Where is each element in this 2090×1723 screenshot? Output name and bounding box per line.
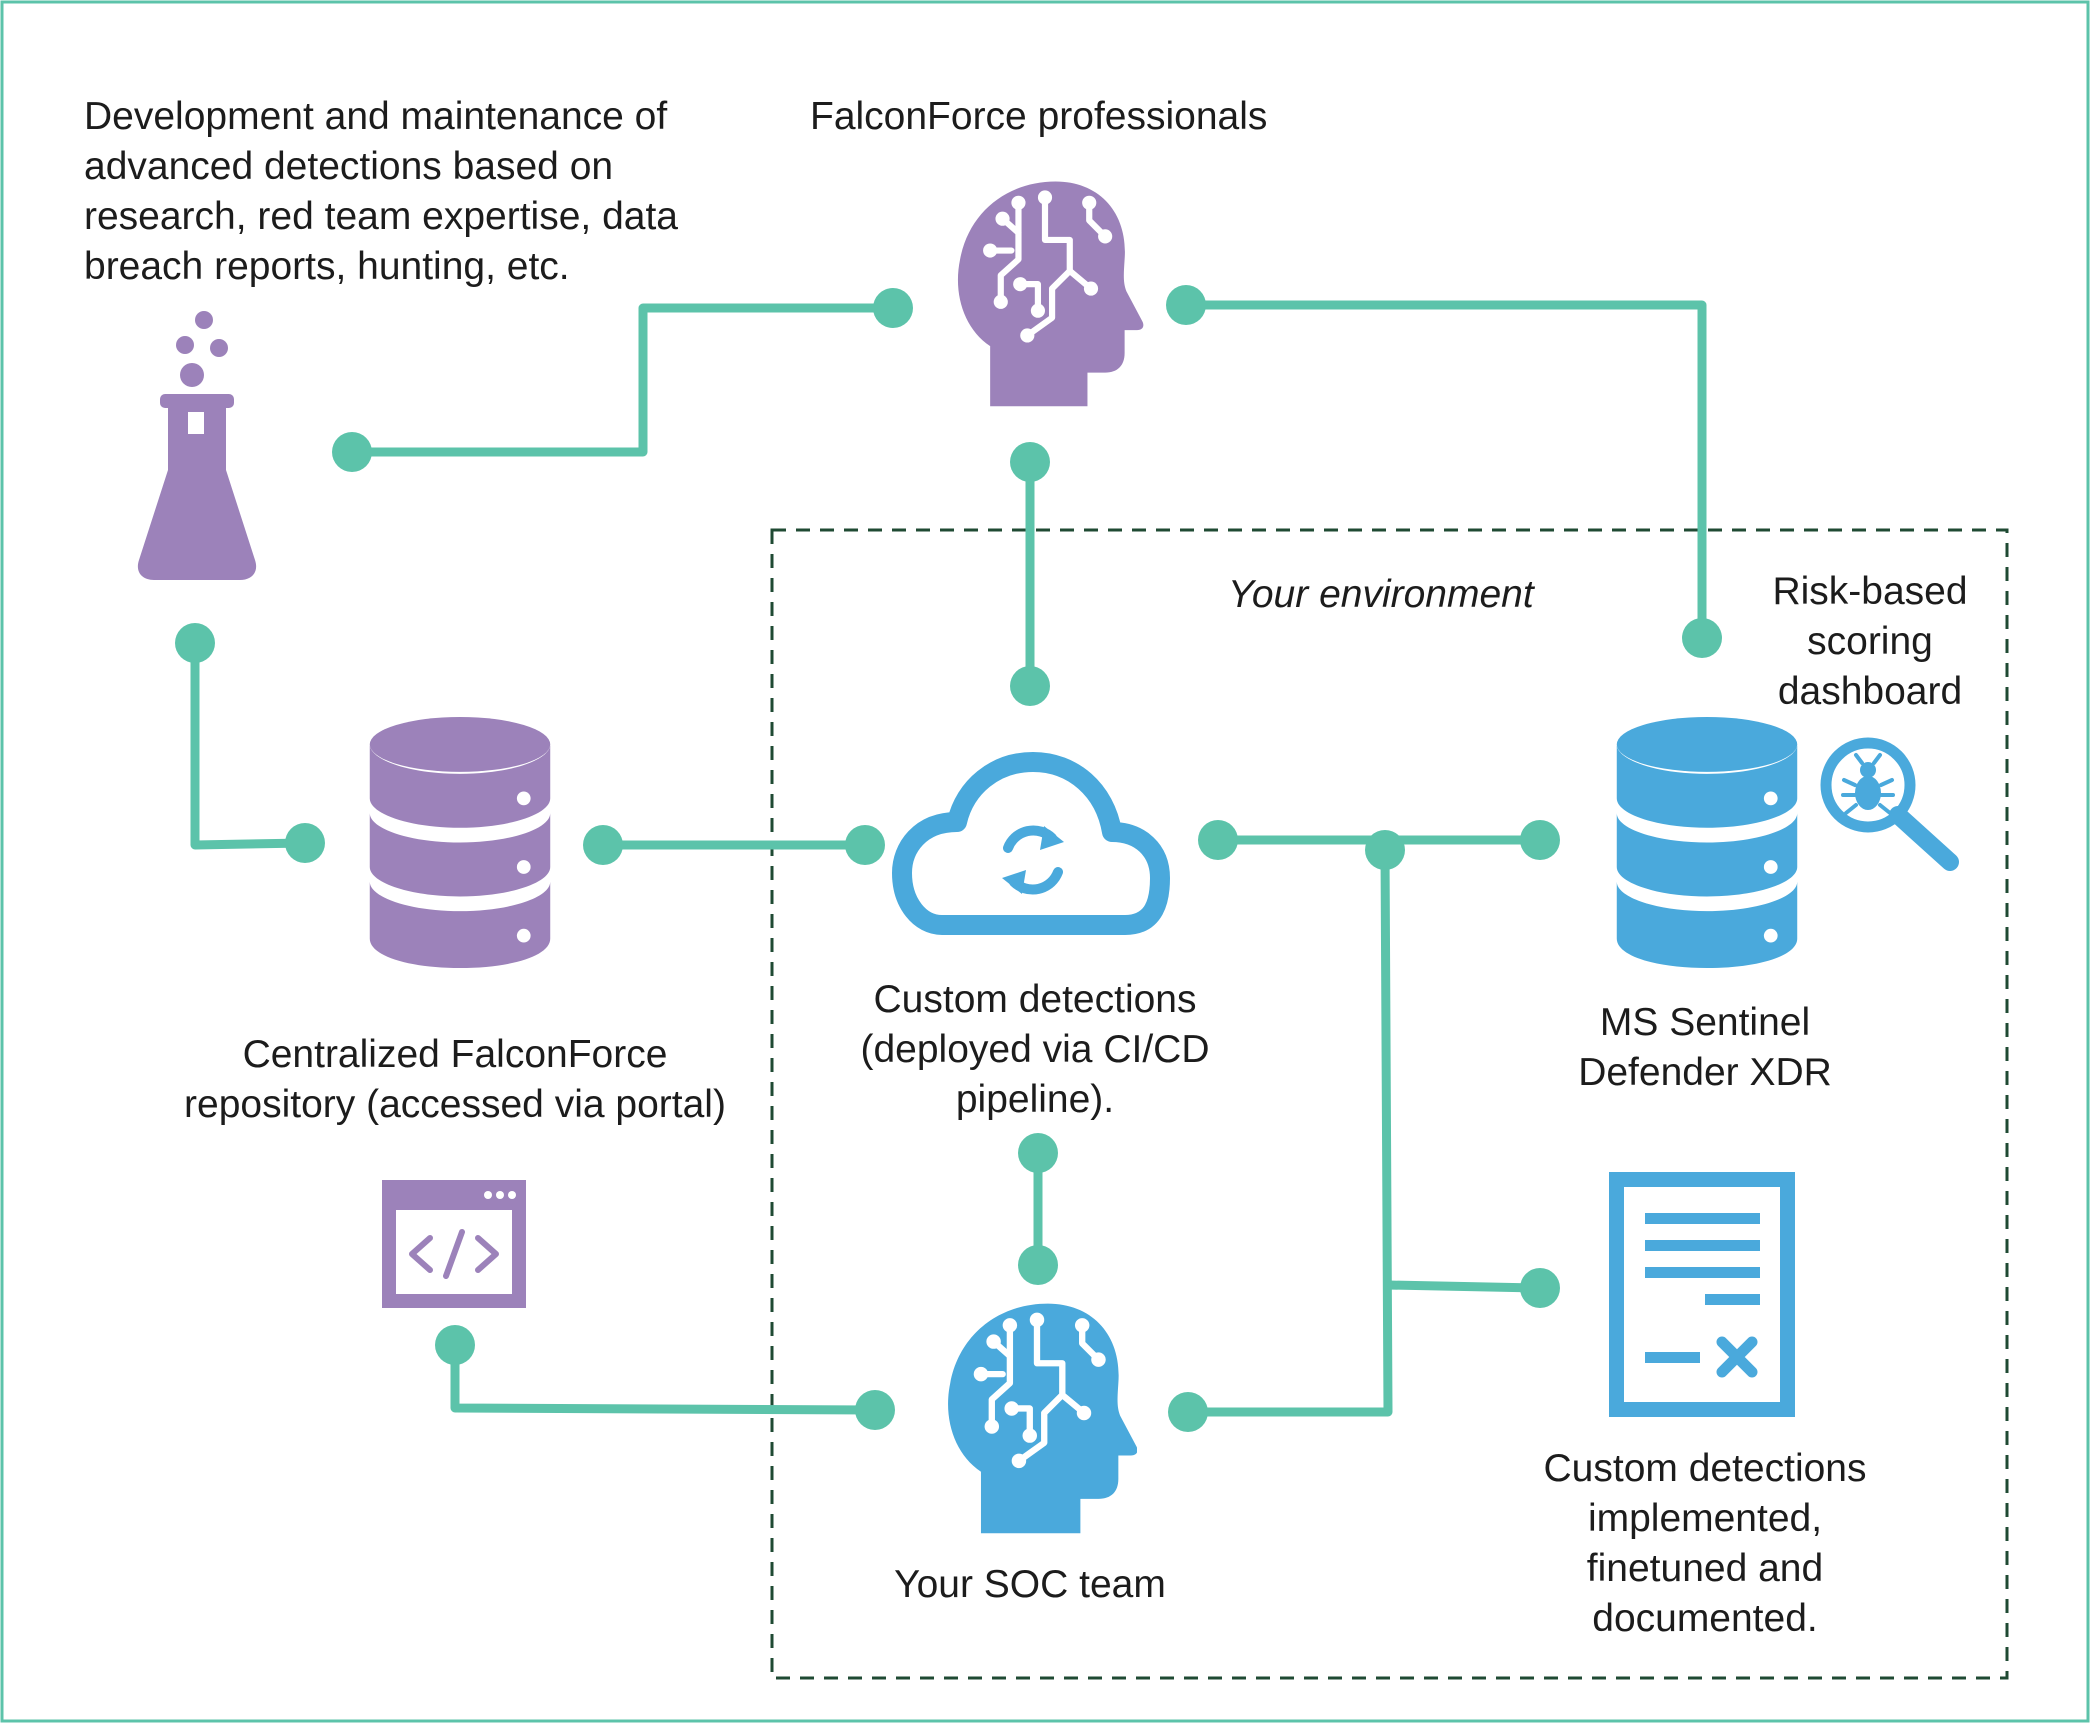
sentinel-database-icon <box>1616 716 1798 969</box>
document-icon <box>1609 1172 1795 1417</box>
connector-code-soc <box>450 1345 876 1415</box>
cloud-sync-icon <box>892 752 1170 935</box>
soc-team-label: Your SOC team <box>894 1563 1166 1606</box>
connector-endpoints <box>175 285 1722 1432</box>
connector-falconforce-sentinel <box>1186 300 1707 638</box>
implemented-label: Custom detections implemented, finetuned… <box>1543 1447 1867 1640</box>
soc-head-icon <box>948 1304 1137 1534</box>
environment-label: Your environment <box>1228 573 1534 616</box>
connector-flask-falconforce <box>352 303 893 457</box>
risk-dashboard-label: Risk-based scoring dashboard <box>1772 570 1968 713</box>
flask-icon <box>137 311 257 580</box>
repository-database-icon <box>369 716 551 969</box>
sentinel-label: MS Sentinel Defender XDR <box>1578 1001 1832 1094</box>
environment-boundary <box>770 528 2009 1680</box>
custom-cicd-label: Custom detections (deployed via CI/CD pi… <box>860 978 1210 1121</box>
falconforce-head-icon <box>958 182 1143 407</box>
research-label: Development and maintenance of advanced … <box>84 95 678 288</box>
bug-magnifier-icon <box>1820 737 1959 871</box>
connector-bus-document <box>1387 1280 1541 1293</box>
connector-soc-bus <box>1188 849 1393 1417</box>
repository-label: Centralized FalconForce repository (acce… <box>184 1033 726 1126</box>
falconforce-label: FalconForce professionals <box>810 95 1268 138</box>
connector-flask-repository <box>190 643 306 850</box>
code-window-icon <box>382 1180 526 1308</box>
